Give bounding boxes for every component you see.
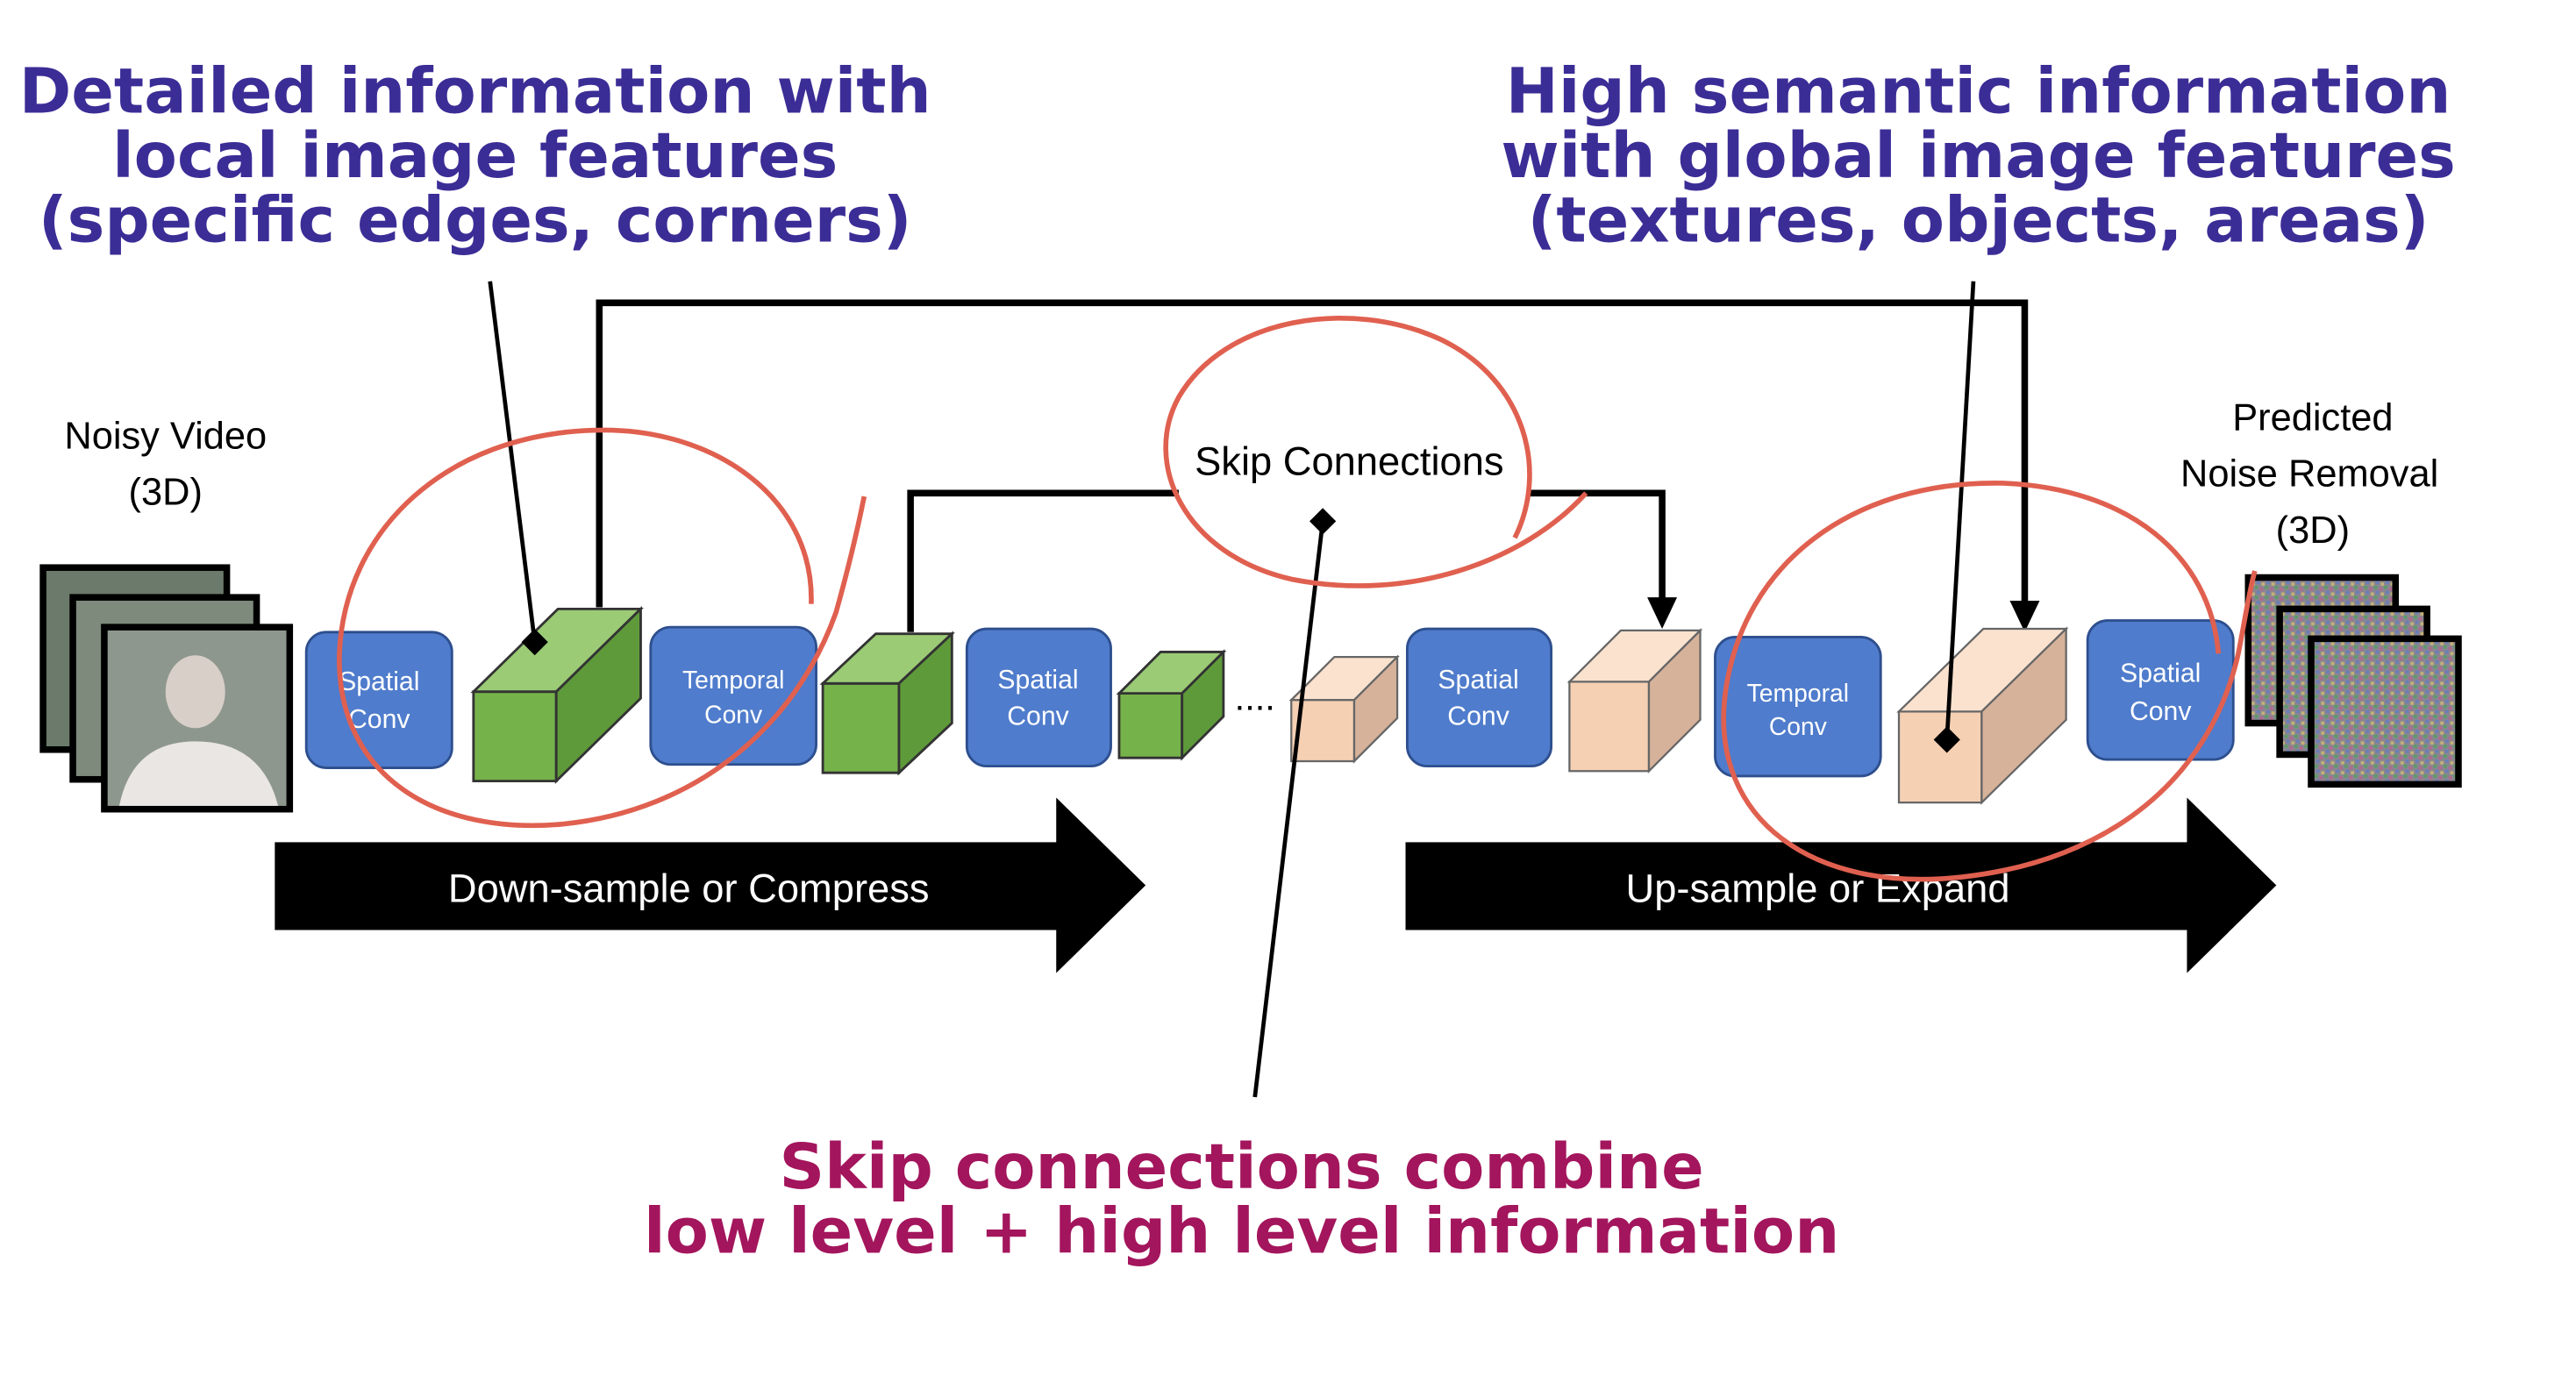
person-head — [165, 655, 225, 729]
decoder-spatial-conv-1: Spatial Conv — [1405, 627, 1553, 768]
red-circle-right — [1721, 481, 2258, 882]
bottleneck-cube — [1288, 654, 1400, 764]
red-circle-center — [1163, 316, 1588, 588]
right-pointer-line — [1944, 281, 1976, 740]
svg-text:Spatial: Spatial — [1438, 666, 1518, 695]
svg-text:Conv: Conv — [2130, 697, 2191, 726]
output-label-line-2: Noise Removal — [2180, 453, 2438, 495]
bottom-pointer-line — [1252, 521, 1325, 1098]
right-annotation-line-2: with global image features — [1501, 118, 2456, 192]
upsample-arrow-label: Up-sample or Expand — [1626, 866, 2010, 910]
svg-text:Spatial: Spatial — [339, 667, 419, 696]
encoder-temporal-conv: Temporal Conv — [649, 625, 817, 766]
encoder-spatial-conv-2: Spatial Conv — [965, 627, 1112, 768]
svg-text:Spatial: Spatial — [997, 666, 1078, 695]
input-label: Noisy Video (3D) — [64, 415, 267, 513]
downsample-arrow-label: Down-sample or Compress — [448, 866, 930, 910]
ellipsis: .... — [1235, 676, 1275, 717]
decoder-spatial-conv-2: Spatial Conv — [2086, 619, 2235, 761]
right-annotation-line-1: High semantic information — [1506, 53, 2451, 127]
upsample-arrow: Up-sample or Expand — [1405, 797, 2277, 973]
downsample-arrow: Down-sample or Compress — [275, 797, 1146, 973]
decoder-temporal-conv: Temporal Conv — [1714, 636, 1882, 778]
skip-connections-label: Skip Connections — [1195, 439, 1503, 484]
left-annotation-line-2: local image features — [112, 118, 838, 192]
encoder-feature-cube-2 — [819, 631, 955, 776]
right-annotation-line-3: (textures, objects, areas) — [1528, 182, 2430, 256]
left-annotation: Detailed information with local image fe… — [19, 53, 931, 256]
red-circle-left — [337, 427, 867, 829]
svg-text:Conv: Conv — [1007, 702, 1068, 731]
svg-text:Conv: Conv — [348, 705, 410, 734]
svg-text:Conv: Conv — [1769, 712, 1828, 740]
left-pointer-diamond — [521, 629, 548, 656]
bottom-annotation: Skip connections combine low level + hig… — [644, 1130, 1839, 1268]
person-body — [118, 741, 279, 806]
output-label: Predicted Noise Removal (3D) — [2180, 397, 2438, 552]
right-annotation: High semantic information with global im… — [1501, 53, 2456, 256]
skip-connection-outer — [596, 299, 2029, 609]
bottom-annotation-line-1: Skip connections combine — [780, 1130, 1704, 1203]
decoder-feature-cube-2 — [1896, 626, 2069, 805]
skip-connection-inner — [907, 489, 1666, 632]
output-label-line-3: (3D) — [2276, 510, 2350, 552]
bottom-annotation-line-2: low level + high level information — [644, 1194, 1839, 1267]
left-annotation-line-1: Detailed information with — [19, 53, 931, 127]
encoder-spatial-conv-1: Spatial Conv — [304, 631, 453, 769]
left-pointer-line — [488, 281, 538, 643]
input-label-line-2: (3D) — [129, 472, 203, 514]
skip-inner-arrowhead — [1647, 597, 1678, 630]
svg-text:Conv: Conv — [704, 701, 763, 729]
bottom-pointer-diamond — [1309, 508, 1337, 535]
input-label-line-1: Noisy Video — [64, 415, 267, 457]
encoder-feature-cube-1 — [470, 606, 644, 784]
red-circle-annotations — [337, 316, 2258, 882]
output-frame-front — [2308, 635, 2462, 788]
svg-text:Temporal: Temporal — [682, 666, 784, 694]
output-frames — [2244, 574, 2462, 788]
svg-text:Conv: Conv — [1447, 702, 1509, 731]
output-label-line-1: Predicted — [2232, 397, 2393, 439]
svg-text:Spatial: Spatial — [2120, 659, 2201, 688]
decoder-feature-cube-1 — [1566, 628, 1703, 774]
skip-outer-arrowhead — [2009, 600, 2040, 632]
left-annotation-line-3: (specific edges, corners) — [39, 182, 912, 256]
input-frames — [39, 564, 294, 813]
encoder-feature-cube-3 — [1116, 649, 1227, 761]
svg-text:Temporal: Temporal — [1747, 679, 1849, 707]
